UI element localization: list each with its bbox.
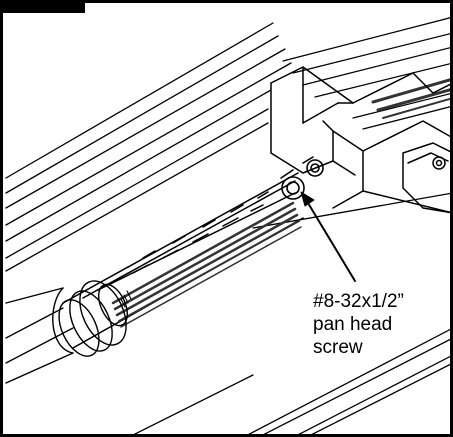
screw <box>280 156 324 200</box>
actuator-tube <box>62 172 304 349</box>
top-right-rail <box>282 17 450 130</box>
assembly-drawing <box>5 17 450 434</box>
upper-rail <box>5 22 292 272</box>
cross-bracket <box>270 66 450 214</box>
screw-callout-label: #8-32x1/2” pan head screw <box>313 290 445 359</box>
arrow-icon <box>300 191 356 282</box>
corner-tab <box>3 3 85 13</box>
callout-line-3: screw <box>313 337 363 358</box>
callout-line-1: #8-32x1/2” <box>313 291 404 312</box>
threaded-collar <box>5 280 132 384</box>
callout-line-2: pan head <box>313 314 393 335</box>
